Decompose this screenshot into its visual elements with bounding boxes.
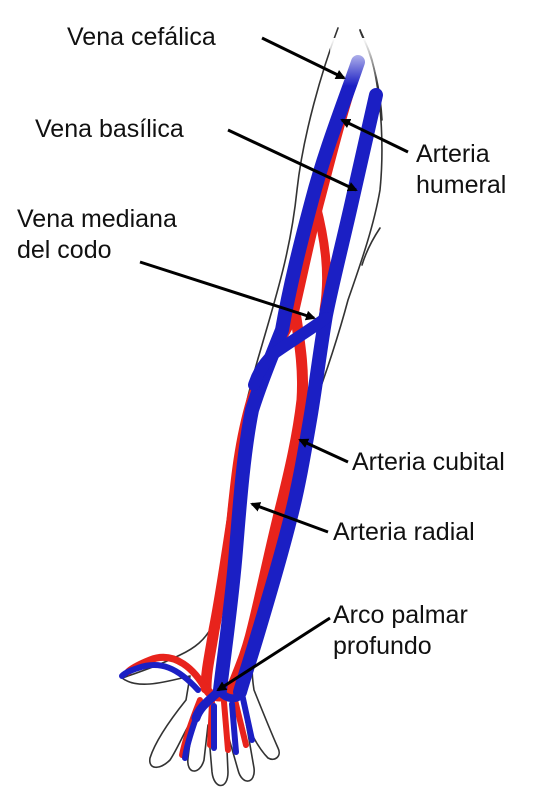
label-arteria-humeral: Arteria humeral [416,139,506,201]
vena-cefalica-vessel [220,62,358,690]
label-arco-palmar: Arco palmar profundo [333,600,468,662]
label-arteria-humeral-line-2: humeral [416,170,506,201]
label-vena-mediana: Vena mediana del codo [17,204,177,266]
label-vena-mediana-line-2: del codo [17,235,177,266]
label-arco-palmar-line-1: Arco palmar [333,600,468,631]
label-vena-mediana-line-1: Vena mediana [17,204,177,235]
label-vena-cefalica: Vena cefálica [67,22,216,53]
label-arteria-cubital: Arteria cubital [352,447,505,478]
label-arteria-radial: Arteria radial [333,517,475,548]
label-arteria-humeral-line-1: Arteria [416,139,506,170]
pointer-arco-palmar [218,618,330,690]
vessel-fade [330,38,390,86]
label-arco-palmar-line-2: profundo [333,631,468,662]
label-vena-basilica: Vena basílica [35,114,184,145]
